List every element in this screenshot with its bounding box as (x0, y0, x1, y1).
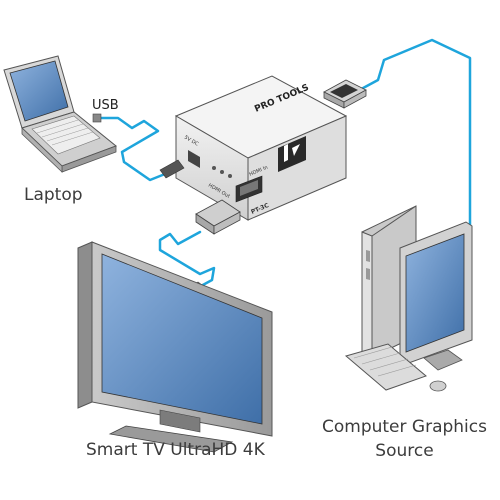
usb-label: USB (92, 98, 119, 113)
hdmi-connector-icon (323, 79, 367, 109)
laptop-icon (3, 55, 117, 173)
device-icon (174, 75, 348, 221)
hdmi-out-cable (158, 230, 216, 294)
source-label-line1: Computer Graphics (322, 417, 487, 437)
usb-connector-icon (92, 113, 102, 123)
usb-cable (96, 116, 172, 182)
computer-icon (344, 205, 473, 392)
source-label-line2: Source (375, 441, 434, 461)
tv-label: Smart TV UltraHD 4K (86, 440, 265, 460)
usb-connector-icon (159, 159, 185, 179)
source-label: Computer Graphics Source (322, 415, 487, 463)
tv-icon (77, 241, 273, 453)
laptop-label: Laptop (24, 185, 83, 205)
hdmi-connector-icon (195, 199, 241, 235)
